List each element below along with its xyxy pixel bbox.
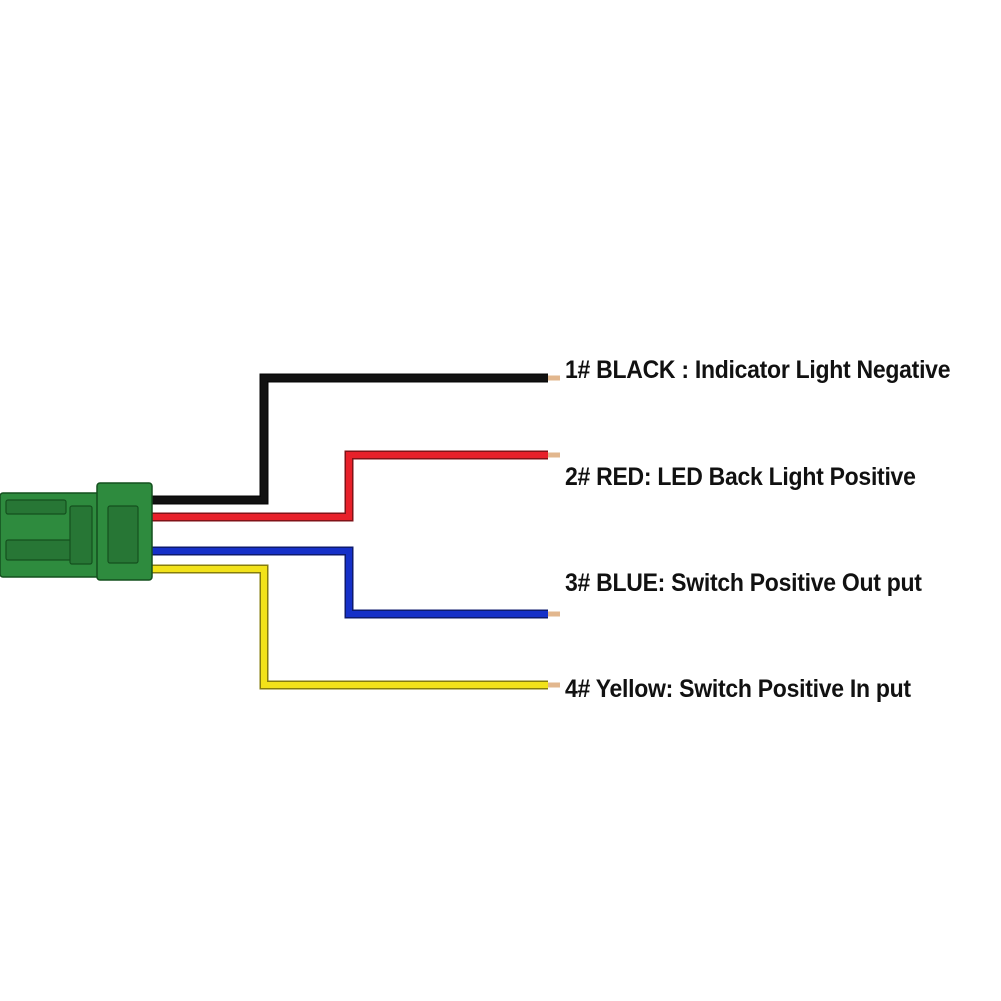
connector-latch-bottom <box>5 539 77 561</box>
wire-red <box>150 450 560 522</box>
label-wire-1-black: 1# BLACK : Indicator Light Negative <box>565 356 951 384</box>
label-wire-2-red: 2# RED: LED Back Light Positive <box>565 463 916 491</box>
wires <box>150 373 560 690</box>
connector-latch-top <box>5 499 67 515</box>
wire-yellow <box>150 564 560 690</box>
wire-black <box>150 373 560 505</box>
label-wire-4-yellow: 4# Yellow: Switch Positive In put <box>565 675 911 703</box>
connector-ridge <box>69 505 93 565</box>
connector-slot <box>107 505 139 564</box>
label-wire-3-blue: 3# BLUE: Switch Positive Out put <box>565 569 922 597</box>
wire-blue <box>150 546 560 619</box>
connector-plug <box>0 482 153 581</box>
